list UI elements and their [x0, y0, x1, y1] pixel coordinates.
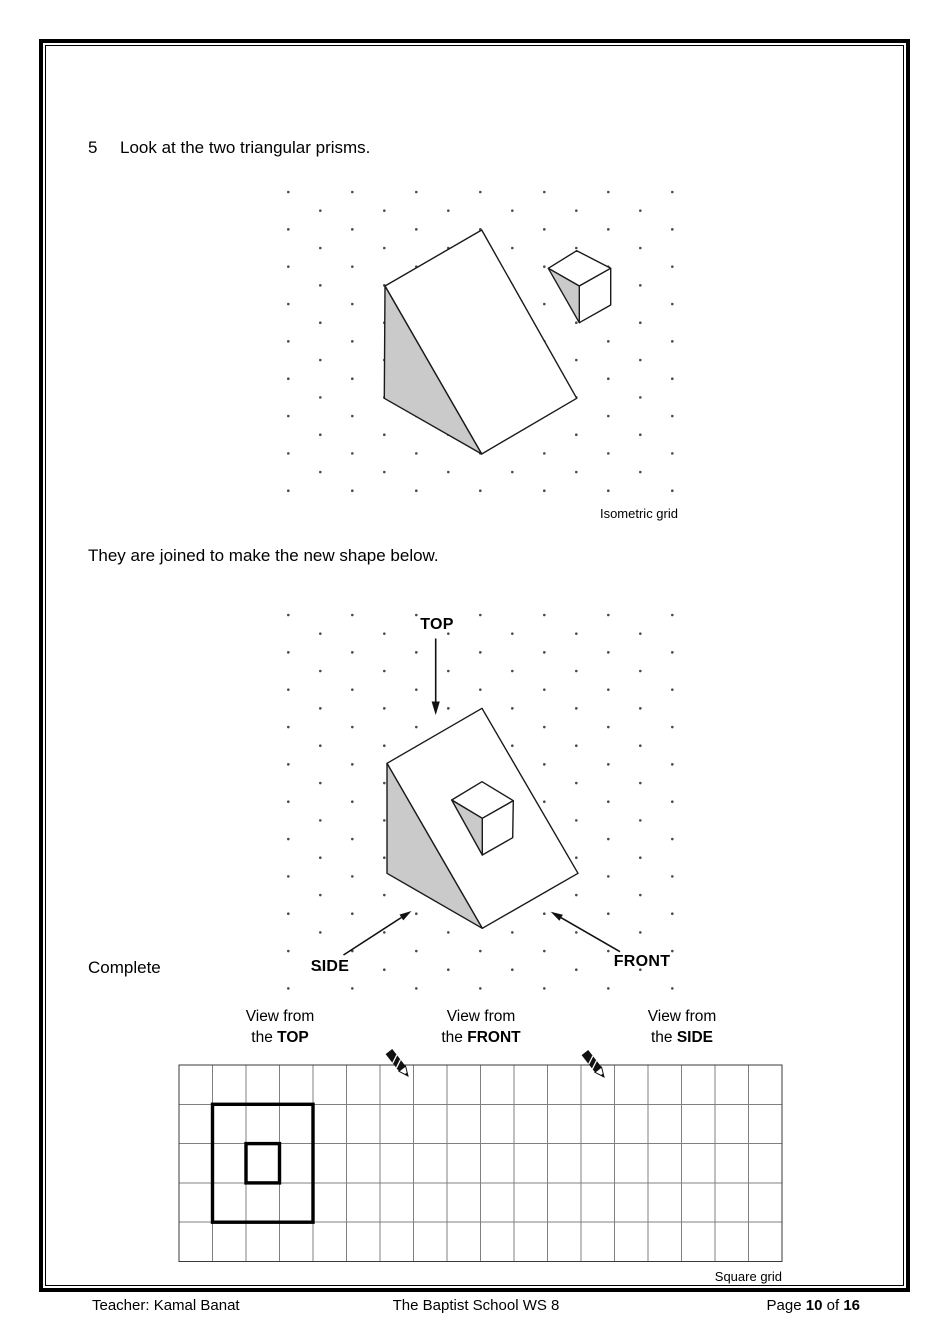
footer-teacher: Teacher: Kamal Banat: [92, 1297, 240, 1314]
view-top-bold: TOP: [277, 1029, 309, 1046]
view-side-the: the: [650, 1029, 673, 1046]
footer-page: Page 10 of 16: [700, 1297, 860, 1314]
footer-page-label: Page: [766, 1297, 802, 1314]
view-from-side-label: View from the SIDE: [612, 1006, 752, 1048]
view-front-the: the: [441, 1029, 463, 1046]
view-front-bold: FRONT: [467, 1029, 521, 1046]
pencil-icon: [384, 1048, 412, 1080]
label-side: SIDE: [310, 958, 350, 975]
view-from-front-label: View from the FRONT: [411, 1006, 551, 1048]
question-number: 5: [88, 138, 98, 157]
question-text: Look at the two triangular prisms.: [120, 138, 371, 157]
view-side-bold: SIDE: [676, 1029, 714, 1046]
front-arrow: [550, 911, 621, 953]
isometric-grid-caption: Isometric grid: [599, 506, 678, 521]
top-arrow: [431, 638, 440, 715]
isometric-figure-combined: [287, 613, 674, 990]
footer-page-number: 10: [805, 1297, 823, 1314]
top-view-outer-square: [210, 1102, 315, 1224]
joined-text: They are joined to make the new shape be…: [88, 546, 439, 565]
combined-shape-small-prism: [451, 781, 514, 856]
view-side-line1: View from: [647, 1008, 717, 1025]
page-border-inner: [45, 45, 904, 1286]
isometric-dot-grid: [287, 190, 674, 493]
large-triangular-prism: [383, 229, 578, 455]
isometric-figure-prisms: [287, 190, 674, 493]
view-front-line1: View from: [446, 1008, 516, 1025]
view-from-top-label: View from the TOP: [210, 1006, 350, 1048]
view-top-line1: View from: [245, 1008, 315, 1025]
square-grid-lines: [178, 1064, 783, 1263]
page-border-outer: [39, 39, 910, 1292]
footer-page-total: 16: [843, 1297, 860, 1314]
complete-label: Complete: [88, 958, 161, 977]
square-grid-caption: Square grid: [714, 1269, 782, 1284]
top-view-inner-square: [244, 1141, 282, 1185]
label-front: FRONT: [613, 953, 671, 970]
view-top-the: the: [251, 1029, 273, 1046]
label-top: TOP: [420, 616, 454, 633]
square-answer-grid[interactable]: [170, 1035, 795, 1267]
small-triangular-prism: [547, 249, 612, 324]
side-arrow: [343, 911, 412, 956]
footer-school: The Baptist School WS 8: [392, 1297, 560, 1314]
footer-of-label: of: [826, 1297, 840, 1314]
